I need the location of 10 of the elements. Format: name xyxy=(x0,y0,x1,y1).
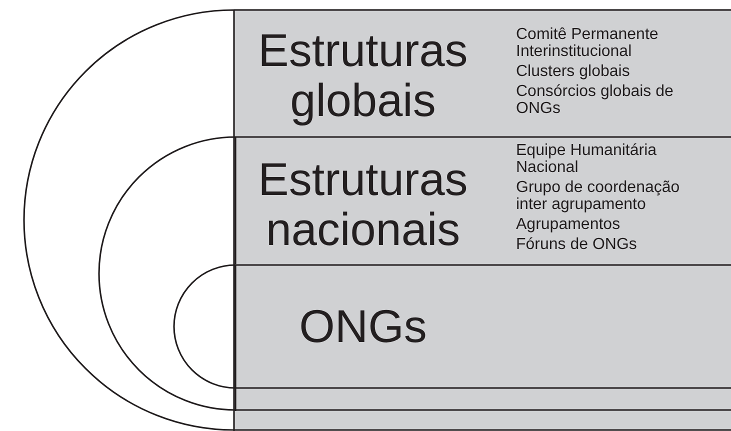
list-item: Consórcios globais de ONGs xyxy=(516,83,674,117)
list-item: Grupo de coordenação inter agrupamento xyxy=(516,179,681,213)
group-heading: Estruturas globais xyxy=(257,25,469,125)
list-item: Comitê Permanente Interinstitucional xyxy=(516,26,660,60)
group-heading: ONGs xyxy=(298,301,428,351)
list-item: Fóruns de ONGs xyxy=(516,236,638,253)
list-item: Equipe Humanitária Nacional xyxy=(516,142,658,176)
list-item: Clusters globais xyxy=(516,63,631,80)
list-item: Agrupamentos xyxy=(516,216,622,233)
group-heading: Estruturas nacionais xyxy=(257,154,469,254)
